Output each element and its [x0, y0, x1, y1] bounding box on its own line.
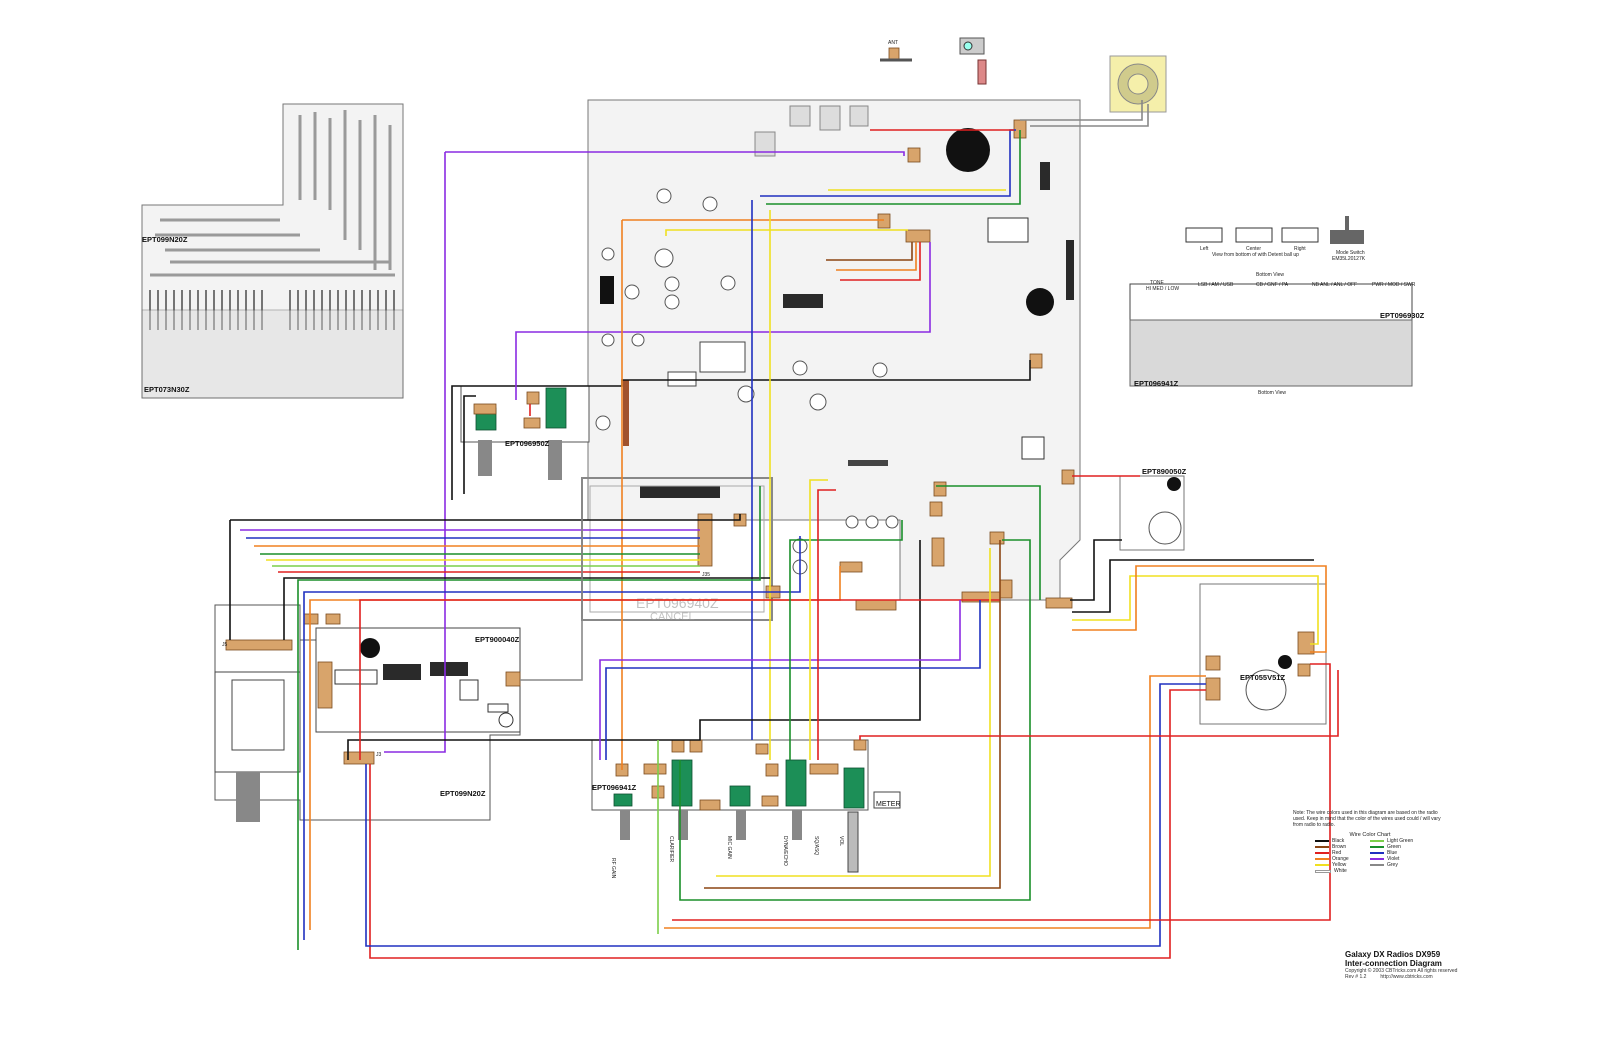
label-ept099n20z-top: EPT099N20Z [142, 235, 188, 244]
color-row-violet: Violet [1370, 856, 1425, 862]
board-ept096950z: EPT096950Z [460, 385, 590, 480]
wire-color-note: Note: The wire colors used in this diagr… [1293, 810, 1441, 828]
capacitor-c89 [1026, 288, 1054, 316]
label-ept096941z-front: EPT096941Z [592, 783, 637, 792]
knob-label-5: VOL [838, 836, 844, 846]
main-board [587, 99, 1081, 601]
capacitor-c88 [946, 128, 990, 172]
switch-view-caption: View from bottom of with Detent ball up [1212, 252, 1299, 258]
title-line-2: Inter-connection Diagram [1345, 959, 1442, 968]
ic-u2 [783, 294, 823, 308]
label-ept096940z: EPT096940Z [636, 595, 719, 611]
label-ept900040z: EPT900040Z [475, 635, 520, 644]
label-ept073n30z: EPT073N30Z [144, 385, 190, 394]
knob-label-0: RF GAIN [610, 858, 616, 879]
transformer-t1 [987, 217, 1029, 243]
label-j5: J5 [222, 642, 228, 648]
board-ept096941z-front: METER EPT096941Z RF GAIN CLARIFIER MIC G… [591, 739, 901, 879]
label-ept096950z: EPT096950Z [505, 439, 550, 448]
title-line-1: Galaxy DX Radios DX959 [1345, 950, 1441, 959]
label-ept096941z-right: EPT096941Z [1134, 379, 1179, 388]
label-ept055v51z: EPT055V51Z [1240, 673, 1285, 682]
label-meter: METER [876, 801, 901, 808]
board-ept099n20z-top: EPT099N20Z EPT073N30Z [141, 103, 404, 399]
switch-view-right: Right [1294, 246, 1306, 252]
wire-color-chart: Wire Color Chart Black Light Green Brown… [1315, 832, 1425, 874]
color-row-green: Green [1370, 844, 1425, 850]
bottom-view-bottom-label: Bottom View [1258, 390, 1286, 396]
title-copyright: Copyright © 2003 CBTricks.com All rights… [1345, 968, 1458, 974]
main-ic [640, 486, 720, 498]
meter-block [873, 791, 901, 809]
bottom-view-top-label: Bottom View [1256, 272, 1284, 278]
color-row-blue: Blue [1370, 850, 1425, 856]
color-row-black: Black [1315, 838, 1370, 844]
bottom-section-0: TONE [1150, 280, 1164, 286]
label-j35: J35 [702, 572, 710, 578]
mode-switch-part: EM35L20127K [1332, 256, 1366, 262]
label-ept890050z: EPT890050Z [1142, 467, 1187, 476]
color-row-red: Red [1315, 850, 1370, 856]
label-ept099n20z-bottom: EPT099N20Z [440, 789, 486, 798]
bottom-section-3: CB / GNF / PA [1256, 282, 1289, 288]
color-row-white: White [1315, 868, 1370, 874]
title-rev: Rev # 1.2 [1345, 974, 1367, 980]
bottom-section-2: LSB / AM / USB [1198, 282, 1234, 288]
switch-view-left: Left [1200, 246, 1209, 252]
board-ept900040z: EPT900040Z EPT099N20Z [214, 604, 521, 822]
title-block: Galaxy DX Radios DX959 Inter-connection … [1345, 950, 1495, 980]
board-ept055v51z: EPT055V51Z [1199, 583, 1327, 725]
color-row-orange: Orange [1315, 856, 1370, 862]
wire-color-chart-title: Wire Color Chart [1349, 832, 1391, 838]
top-accessories: ANT [880, 37, 1167, 113]
label-j3: J3 [376, 752, 382, 758]
color-row-light-green: Light Green [1370, 838, 1425, 844]
bottom-section-1: HI MED / LOW [1146, 286, 1179, 292]
label-ant: ANT [888, 40, 898, 46]
knob-label-4: SQ/ASQ [813, 836, 819, 855]
color-row-brown: Brown [1315, 844, 1370, 850]
bottom-section-4: NB ANL / ANL / OFF [1312, 282, 1357, 288]
title-url[interactable]: http://www.cbtricks.com [1380, 974, 1433, 980]
board-ept096930z: Bottom View TONE HI MED / LOW LSB / AM /… [1129, 272, 1425, 396]
knob-label-3: DYNA/ECHO [782, 836, 788, 866]
bottom-section-5: PWR / MOD / SWR [1372, 282, 1416, 288]
knob-label-2: MIC GAIN [726, 836, 732, 859]
switch-view-center: Center [1246, 246, 1261, 252]
board-ept890050z: EPT890050Z [1119, 467, 1187, 551]
color-row-grey: Grey [1370, 862, 1425, 868]
color-row-yellow: Yellow [1315, 862, 1370, 868]
connector-j35 [697, 513, 713, 567]
antenna-connector [888, 47, 900, 61]
mode-switch-label: Mode Switch [1336, 250, 1365, 256]
label-ept096930z: EPT096930Z [1380, 311, 1425, 320]
cancel-stamp: CANCEL [650, 611, 695, 623]
interconnect-wires [229, 100, 1339, 959]
mode-switch-views: Left Center Right View from bottom of wi… [1185, 216, 1366, 262]
knob-label-1: CLARIFIER [668, 836, 674, 863]
